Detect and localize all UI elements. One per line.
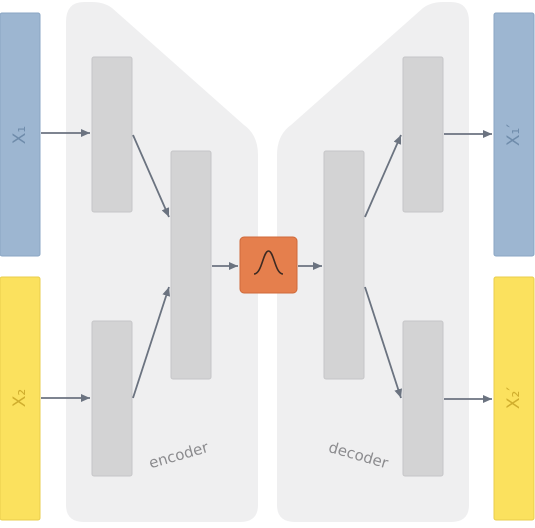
output-x2-label: X₂′ (504, 387, 524, 409)
decoder-layer-split (323, 150, 365, 380)
encoder-layer-bottom (91, 320, 133, 477)
encoder-layer-top (91, 56, 133, 213)
latent-node (239, 236, 298, 294)
decoder-layer-top (402, 56, 444, 213)
output-x1-label: X₁′ (504, 124, 524, 146)
encoder-layer-merge (170, 150, 212, 380)
input-x1-block (0, 12, 41, 257)
output-x1-block (493, 12, 535, 257)
decoder-layer-bottom (402, 320, 444, 477)
input-x2-block (0, 276, 41, 521)
arrow-split-to-bottom (364, 286, 403, 399)
arrow-split-to-top (364, 134, 402, 218)
input-x2-label: X₂ (10, 389, 30, 407)
output-x2-block (493, 276, 535, 521)
connections (41, 129, 492, 403)
arrow-bottom-to-merge (132, 286, 171, 399)
input-x1-label: X₁ (10, 126, 30, 144)
gaussian-curve-icon (253, 250, 284, 275)
arrow-top-to-merge (132, 134, 170, 218)
